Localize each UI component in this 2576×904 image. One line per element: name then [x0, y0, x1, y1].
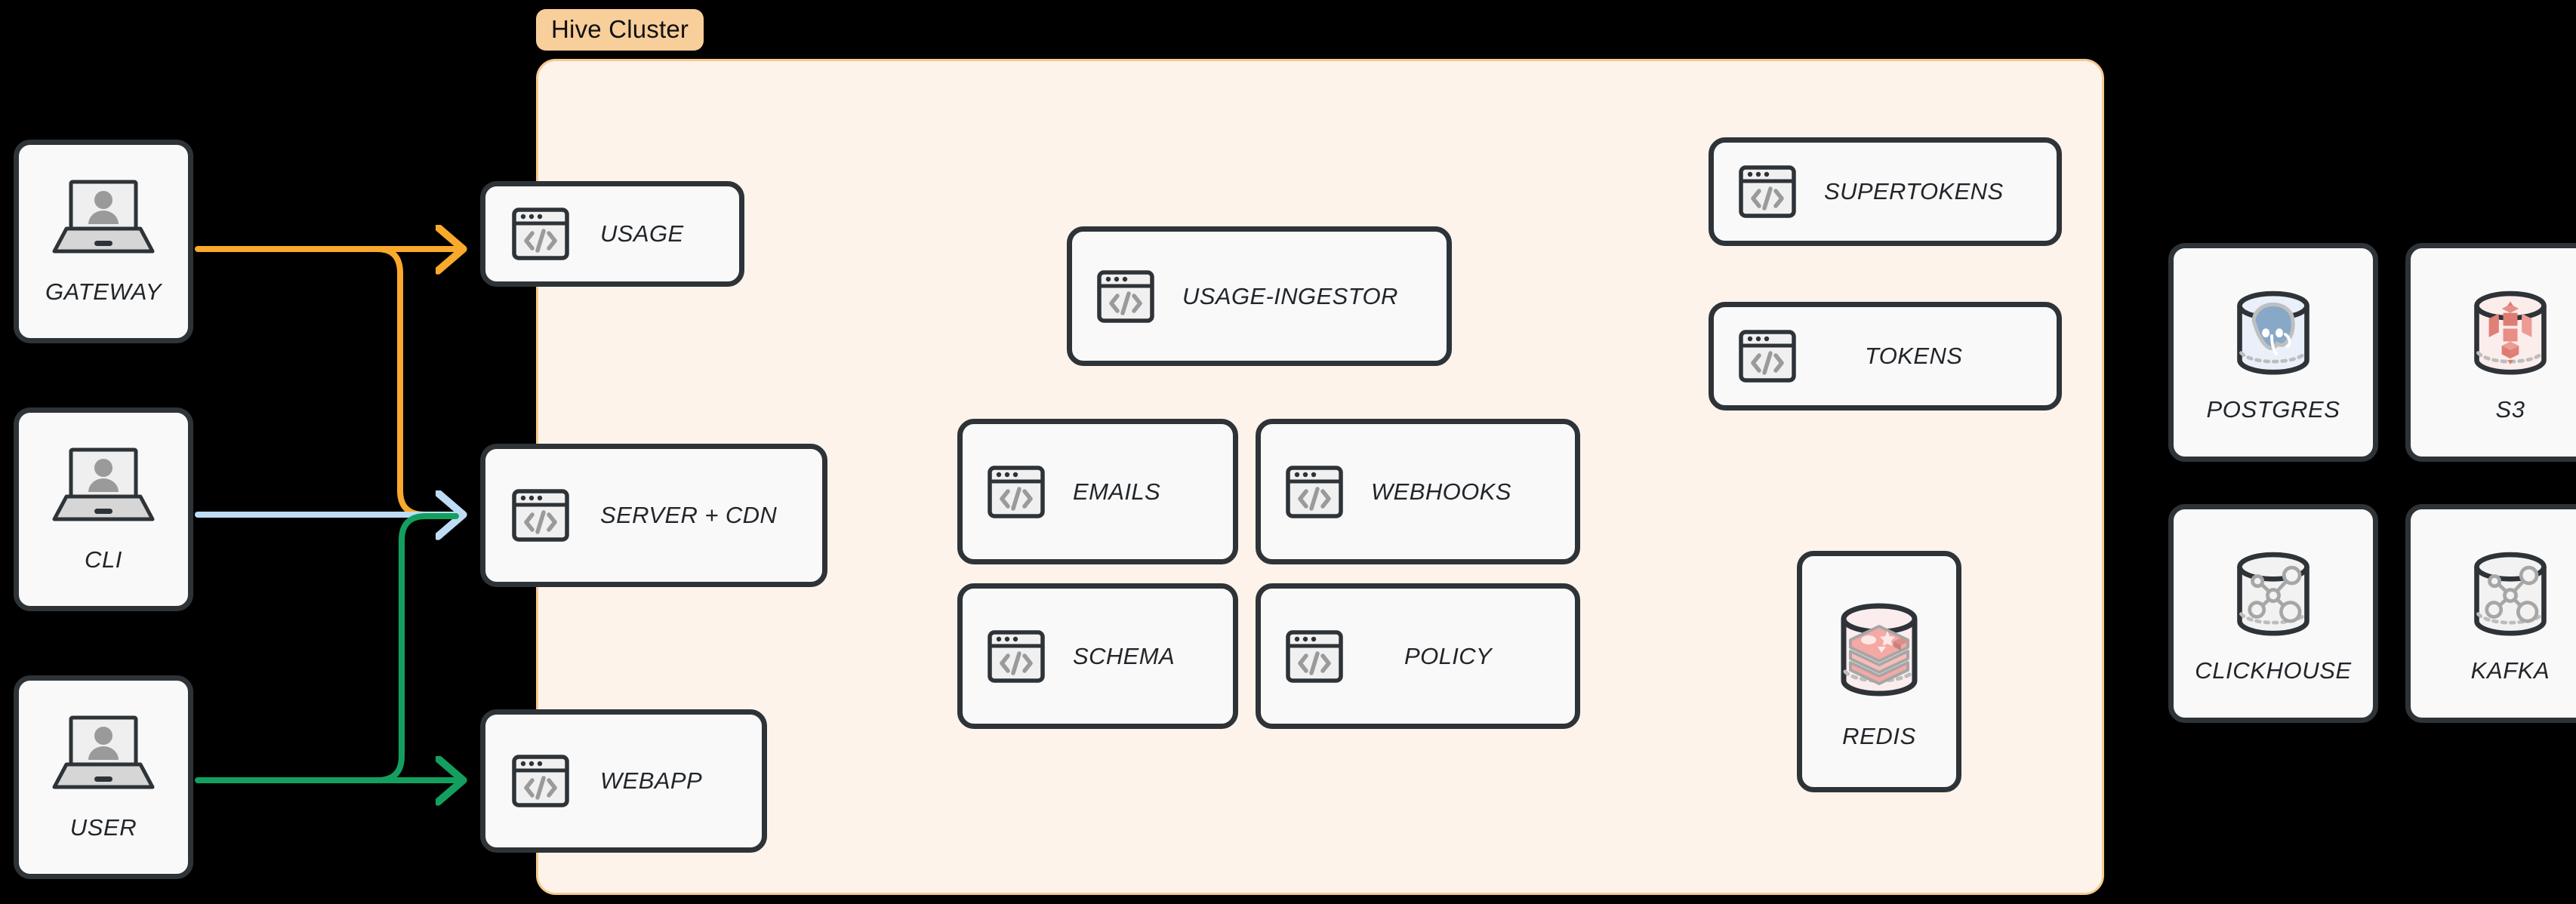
service-label: SUPERTOKENS	[1824, 178, 2004, 204]
service-card-webhooks[interactable]: WEBHOOKS	[1256, 419, 1580, 564]
client-card-user[interactable]: USER	[14, 675, 193, 879]
client-label: GATEWAY	[45, 278, 162, 305]
client-label: USER	[69, 814, 137, 841]
service-label: WEBHOOKS	[1371, 478, 1511, 505]
service-card-usage-ingestor[interactable]: USAGE-INGESTOR	[1067, 226, 1452, 366]
network-database-icon	[2220, 543, 2327, 650]
store-card-s3[interactable]: S3	[2405, 243, 2576, 462]
service-card-supertokens[interactable]: SUPERTOKENS	[1709, 137, 2062, 246]
code-window-icon	[511, 486, 570, 545]
store-card-redis[interactable]: REDIS	[1797, 551, 1961, 792]
code-window-icon	[511, 204, 570, 263]
store-label: S3	[2495, 396, 2525, 423]
store-card-clickhouse[interactable]: CLICKHOUSE	[2168, 504, 2378, 723]
service-label: USAGE	[600, 220, 684, 247]
redis-database-icon	[1823, 593, 1936, 706]
store-card-kafka[interactable]: KAFKA	[2405, 504, 2576, 723]
service-label: TOKENS	[1865, 343, 1963, 369]
code-window-icon	[1096, 267, 1155, 326]
laptop-user-icon	[51, 177, 156, 259]
store-card-postgres[interactable]: POSTGRES	[2168, 243, 2378, 462]
store-label: POSTGRES	[2206, 396, 2340, 423]
service-card-webapp[interactable]: WEBAPP	[480, 709, 767, 853]
store-label: CLICKHOUSE	[2195, 657, 2352, 684]
service-label: POLICY	[1404, 642, 1493, 669]
code-window-icon	[1285, 463, 1344, 521]
service-label: SERVER + CDN	[600, 502, 778, 528]
service-label: USAGE-INGESTOR	[1182, 282, 1398, 309]
network-database-icon	[2457, 543, 2564, 650]
code-window-icon	[1738, 162, 1797, 221]
client-card-gateway[interactable]: GATEWAY	[14, 140, 193, 343]
service-card-schema[interactable]: SCHEMA	[957, 583, 1238, 729]
service-label: EMAILS	[1073, 478, 1161, 505]
code-window-icon	[1285, 627, 1344, 686]
client-card-cli[interactable]: CLI	[14, 407, 193, 611]
client-label: CLI	[84, 546, 123, 573]
laptop-user-icon	[51, 713, 156, 795]
service-card-server-cdn[interactable]: SERVER + CDN	[480, 444, 827, 587]
code-window-icon	[987, 627, 1046, 686]
service-card-policy[interactable]: POLICY	[1256, 583, 1580, 729]
code-window-icon	[511, 752, 570, 810]
wire-gateway-server-cdn	[374, 246, 459, 518]
wire-user-server-cdn	[374, 513, 459, 783]
service-label: SCHEMA	[1073, 642, 1176, 669]
service-label: WEBAPP	[600, 767, 703, 794]
postgres-database-icon	[2220, 281, 2327, 389]
service-card-tokens[interactable]: TOKENS	[1709, 302, 2062, 410]
code-window-icon	[1738, 327, 1797, 386]
hive-cluster-badge: Hive Cluster	[536, 9, 704, 51]
store-label: REDIS	[1842, 723, 1916, 749]
code-window-icon	[987, 463, 1046, 521]
s3-database-icon	[2457, 281, 2564, 389]
service-card-usage[interactable]: USAGE	[480, 181, 744, 287]
laptop-user-icon	[51, 445, 156, 527]
store-label: KAFKA	[2470, 657, 2550, 684]
service-card-emails[interactable]: EMAILS	[957, 419, 1238, 564]
